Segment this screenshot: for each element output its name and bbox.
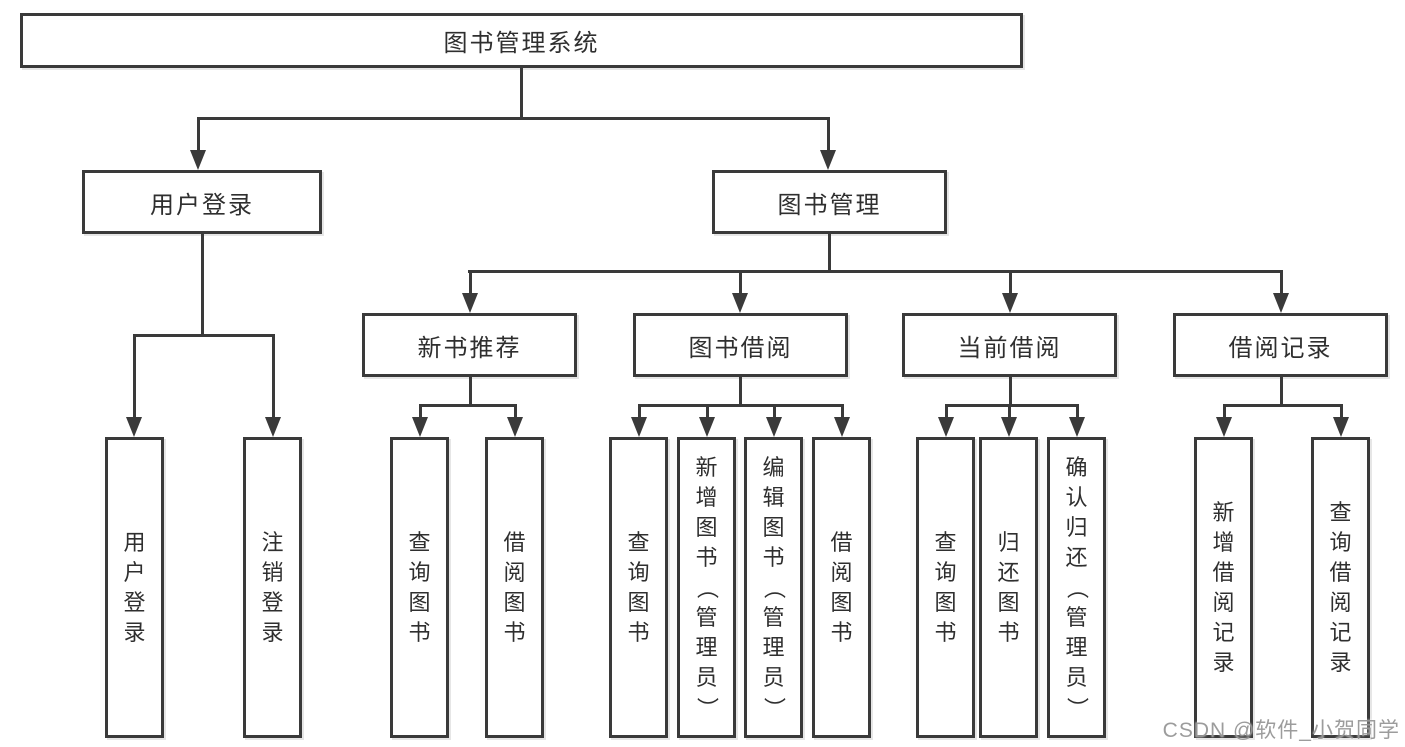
connector-line (945, 404, 1078, 407)
connector-line (201, 234, 204, 337)
leaf-confirm-return-admin: 确认归还（管理员） (1047, 437, 1106, 738)
arrowhead-icon (1001, 417, 1017, 437)
connector-line (773, 404, 776, 420)
leaf-logout: 注销登录 (243, 437, 302, 738)
node-label: 借阅记录 (1228, 334, 1333, 362)
connector-line (945, 404, 948, 420)
arrowhead-icon (631, 417, 647, 437)
arrowhead-icon (190, 150, 206, 170)
node-label: 确认归还（管理员） (1064, 454, 1090, 719)
node-current-borrowing: 当前借阅 (902, 313, 1117, 377)
arrowhead-icon (265, 417, 281, 437)
node-label: 新增借阅记录 (1212, 499, 1235, 675)
connector-line (468, 270, 1282, 273)
arrowhead-icon (1069, 417, 1085, 437)
node-label: 图书管理系统 (443, 30, 600, 57)
connector-line (469, 270, 472, 296)
arrowhead-icon (1216, 417, 1232, 437)
arrowhead-icon (1002, 293, 1018, 313)
node-label: 新书推荐 (417, 334, 522, 362)
leaf-edit-books-admin: 编辑图书（管理员） (744, 437, 803, 738)
connector-line (1009, 377, 1012, 407)
connector-line (1076, 404, 1079, 420)
node-library-system: 图书管理系统 (20, 13, 1023, 68)
arrowhead-icon (699, 417, 715, 437)
arrowhead-icon (834, 417, 850, 437)
connector-line (739, 270, 742, 296)
arrowhead-icon (126, 417, 142, 437)
node-label: 注销登录 (261, 529, 284, 645)
arrowhead-icon (1273, 293, 1289, 313)
connector-line (1009, 270, 1012, 296)
connector-line (419, 404, 516, 407)
connector-line (1280, 377, 1283, 407)
arrowhead-icon (1333, 417, 1349, 437)
arrowhead-icon (820, 150, 836, 170)
leaf-user-login: 用户登录 (105, 437, 164, 738)
connector-line (706, 404, 709, 420)
connector-line (272, 334, 275, 419)
connector-line (1340, 404, 1343, 420)
arrowhead-icon (412, 417, 428, 437)
watermark-text: CSDN @软件_小贺同学 (1162, 719, 1400, 742)
node-label: 查询图书 (627, 529, 650, 645)
connector-line (827, 117, 830, 152)
arrowhead-icon (507, 417, 523, 437)
node-label: 查询图书 (408, 529, 431, 645)
connector-line (197, 117, 830, 120)
connector-line (638, 404, 641, 420)
connector-line (133, 334, 275, 337)
connector-line (133, 334, 136, 419)
leaf-query-books: 查询图书 (390, 437, 449, 738)
connector-line (419, 404, 422, 420)
leaf-add-books-admin: 新增图书（管理员） (677, 437, 736, 738)
node-label: 归还图书 (997, 529, 1020, 645)
leaf-query-books: 查询图书 (916, 437, 975, 738)
node-label: 图书借阅 (688, 334, 793, 362)
node-label: 当前借阅 (957, 334, 1062, 362)
arrowhead-icon (766, 417, 782, 437)
leaf-borrow-books: 借阅图书 (812, 437, 871, 738)
node-book-borrowing: 图书借阅 (633, 313, 848, 377)
node-label: 新增图书（管理员） (694, 454, 720, 719)
node-label: 借阅图书 (830, 529, 853, 645)
node-label: 用户登录 (123, 529, 146, 645)
leaf-add-borrow-record: 新增借阅记录 (1194, 437, 1253, 738)
node-book-management: 图书管理 (712, 170, 947, 234)
arrowhead-icon (732, 293, 748, 313)
node-label: 借阅图书 (503, 529, 526, 645)
node-label: 用户登录 (150, 191, 254, 219)
arrowhead-icon (938, 417, 954, 437)
arrowhead-icon (462, 293, 478, 313)
node-label: 查询图书 (934, 529, 957, 645)
connector-line (469, 377, 472, 407)
leaf-query-books: 查询图书 (609, 437, 668, 738)
connector-line (1280, 270, 1283, 296)
connector-line (197, 117, 200, 152)
leaf-query-borrow-record: 查询借阅记录 (1311, 437, 1370, 738)
connector-line (1223, 404, 1226, 420)
connector-line (1223, 404, 1342, 407)
node-label: 图书管理 (777, 191, 882, 219)
connector-line (514, 404, 517, 420)
node-new-book-recommend: 新书推荐 (362, 313, 577, 377)
node-borrow-records: 借阅记录 (1173, 313, 1388, 377)
leaf-return-books: 归还图书 (979, 437, 1038, 738)
connector-line (638, 404, 843, 407)
leaf-borrow-books: 借阅图书 (485, 437, 544, 738)
connector-line (520, 68, 523, 120)
node-user-login: 用户登录 (82, 170, 322, 234)
connector-line (1008, 404, 1011, 420)
node-label: 编辑图书（管理员） (761, 454, 787, 719)
connector-line (828, 234, 831, 273)
connector-line (739, 377, 742, 407)
node-label: 查询借阅记录 (1329, 499, 1352, 675)
connector-line (841, 404, 844, 420)
